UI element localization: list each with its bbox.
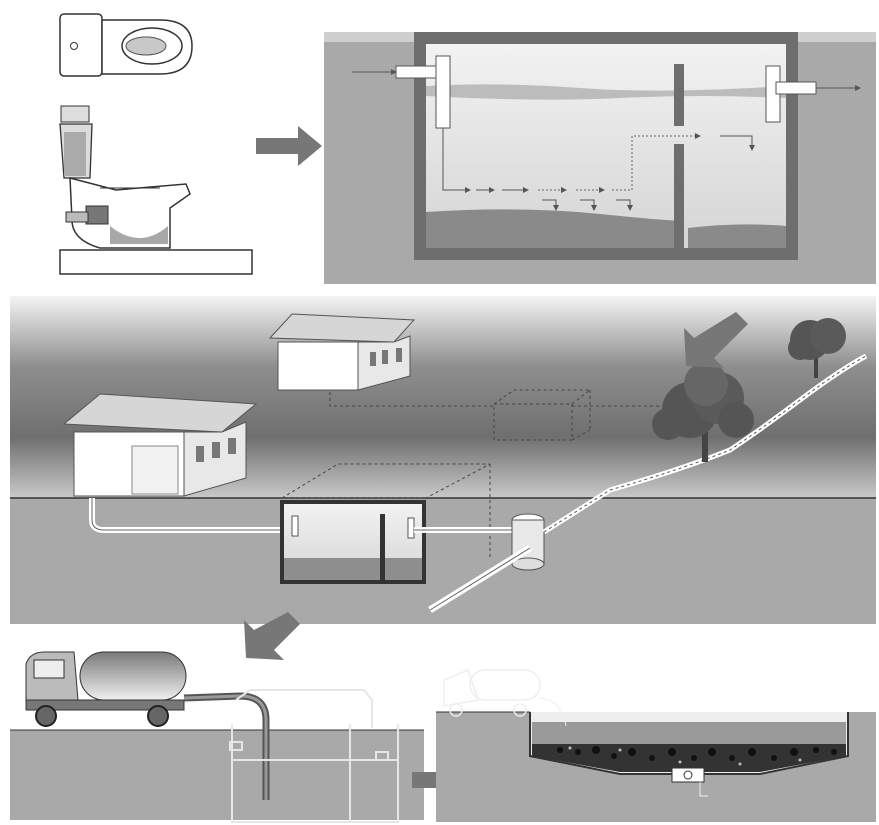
arrow-down-left-icon [244, 612, 300, 660]
truck-icon [25, 651, 187, 727]
site-overview [10, 296, 876, 624]
arrow-down-left-icon [684, 312, 748, 368]
house-icon [62, 393, 258, 497]
toilet-side-view-icon [59, 105, 253, 275]
toilet-top-view-icon [59, 13, 193, 77]
truck-icon [443, 668, 541, 717]
vacuum-truck-panel [10, 651, 424, 823]
septic-tank-cross-section [324, 32, 876, 284]
arrow-right-icon [256, 126, 322, 166]
tree-icon [788, 318, 846, 378]
toilet-panel [59, 13, 253, 275]
drying-bed-panel [436, 668, 876, 822]
house-icon [268, 313, 416, 391]
tree-icon [652, 362, 754, 462]
